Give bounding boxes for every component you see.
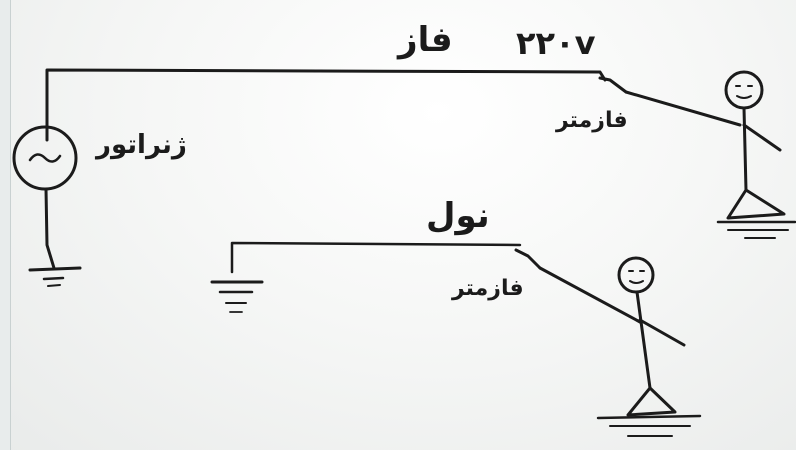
ground-icon: [210, 280, 264, 313]
phase-tester-probe: [598, 76, 742, 127]
stick-figure-icon: [716, 70, 796, 239]
generator-label: ژنراتور: [96, 130, 187, 160]
neutral-tester-probe: [514, 248, 642, 324]
stick-figure-icon: [596, 256, 702, 437]
phase-wire: [45, 68, 607, 142]
neutral-label: نول: [426, 196, 490, 236]
ground-icon: [28, 266, 82, 287]
neutral-tester-label: فازمتر: [452, 276, 524, 301]
generator-ground-wire: [44, 187, 56, 270]
phase-label: فاز: [398, 20, 453, 60]
board-frame-edge: [0, 0, 11, 450]
neutral-wire: [230, 241, 522, 274]
voltage-label: ۲۲۰v: [516, 24, 596, 62]
phase-tester-label: فازمتر: [556, 108, 628, 133]
ac-generator-icon: [12, 125, 78, 191]
